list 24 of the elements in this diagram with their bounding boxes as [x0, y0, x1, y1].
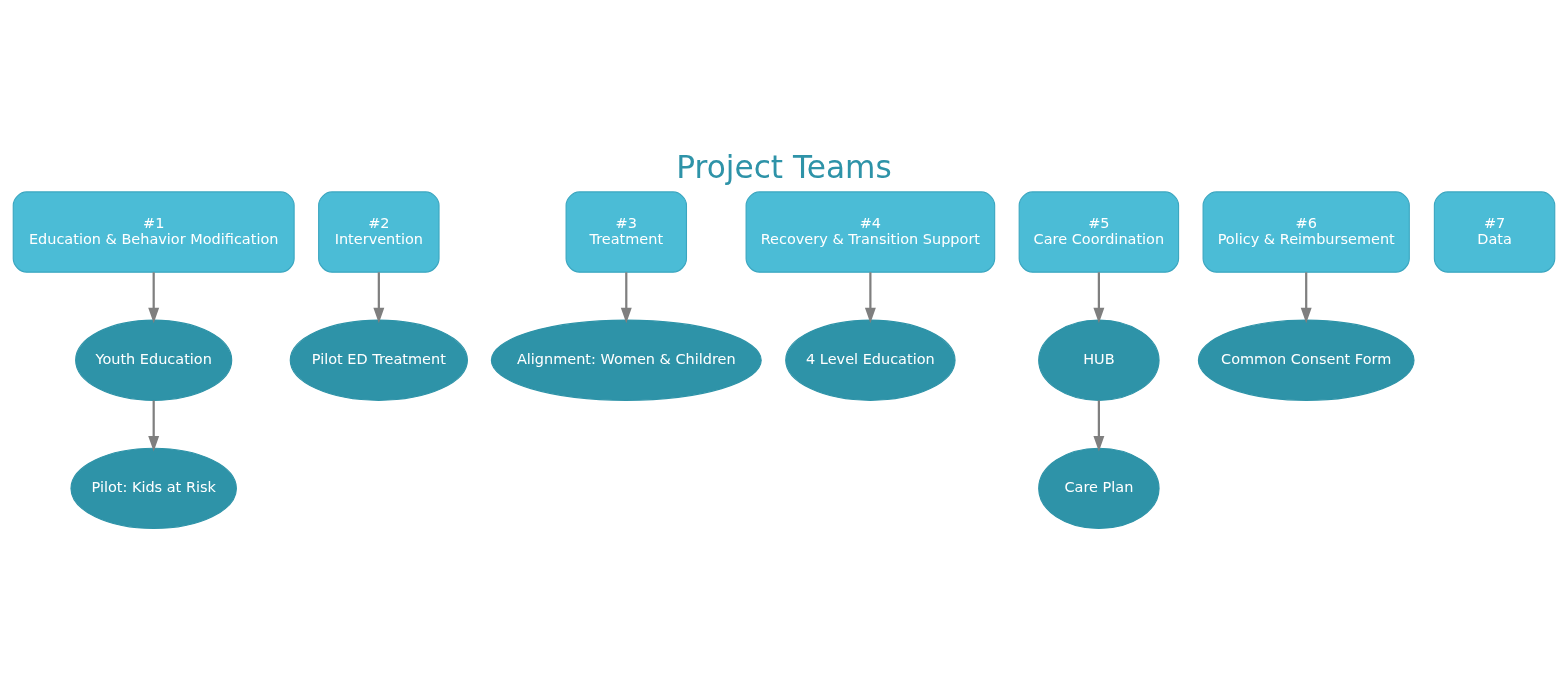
node-box: #5 Care Coordination [1018, 191, 1180, 273]
arrow [148, 272, 160, 324]
arrow [1093, 272, 1105, 324]
diagram-title: Project Teams [676, 148, 892, 185]
arrow [148, 400, 160, 452]
arrow [1300, 272, 1312, 324]
arrow [1093, 400, 1105, 452]
node-ellipse: Alignment: Women & Children [490, 319, 762, 401]
node-box: #2 Intervention [318, 191, 440, 273]
node-ellipse: Pilot: Kids at Risk [70, 447, 237, 530]
node-ellipse: Common Consent Form [1197, 319, 1415, 401]
node-ellipse: HUB [1038, 319, 1160, 401]
node-box: #6 Policy & Reimbursement [1202, 191, 1410, 273]
arrow [864, 272, 876, 324]
node-box: #7 Data [1433, 191, 1556, 273]
node-ellipse: Pilot ED Treatment [289, 319, 468, 401]
node-ellipse: Care Plan [1038, 447, 1160, 530]
node-box: #4 Recovery & Transition Support [745, 191, 996, 273]
node-ellipse: Youth Education [75, 319, 233, 401]
node-ellipse: 4 Level Education [785, 319, 956, 401]
arrow [620, 272, 632, 324]
node-box: #3 Treatment [565, 191, 688, 273]
arrow [373, 272, 385, 324]
node-box: #1 Education & Behavior Modification [12, 191, 295, 273]
